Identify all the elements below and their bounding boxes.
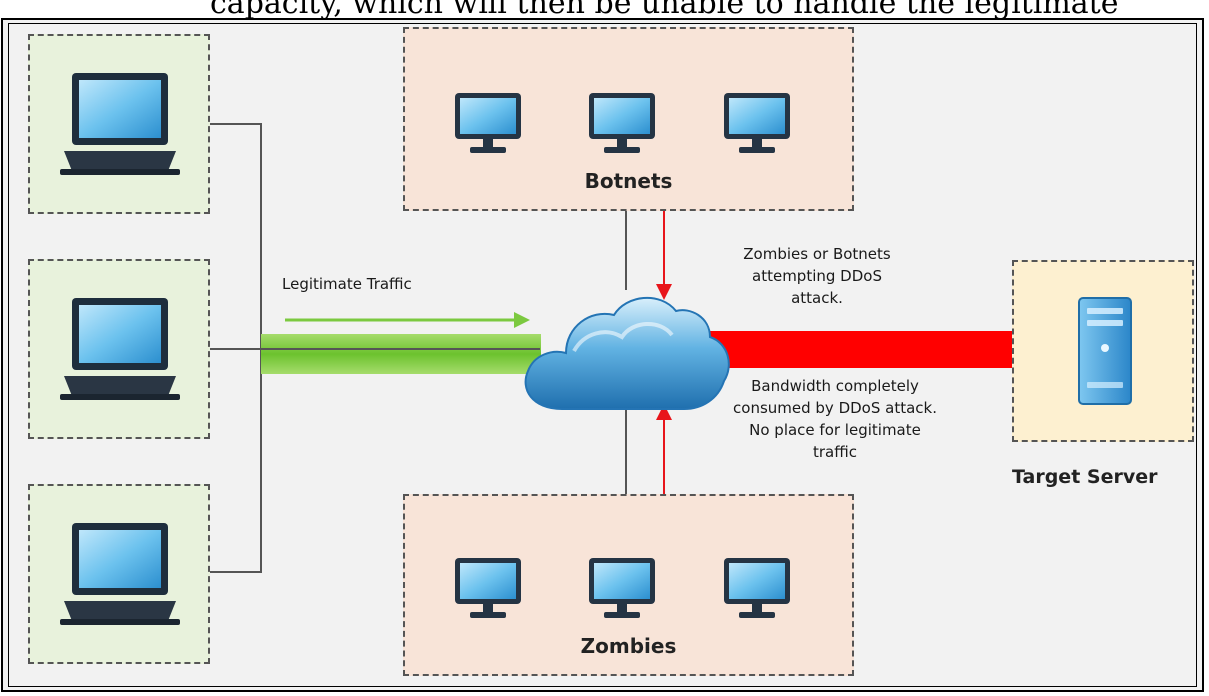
legitimate-traffic-label: Legitimate Traffic <box>282 275 412 293</box>
bandwidth-label-line: No place for legitimate <box>749 421 921 439</box>
monitor-icon <box>589 93 655 153</box>
attack-traffic-band <box>700 331 1012 368</box>
attack-label-line: attempting DDoS <box>752 267 882 285</box>
legitimate-traffic-arrowhead <box>514 312 530 328</box>
laptop-icon <box>60 73 180 175</box>
monitor-icon <box>724 558 790 618</box>
laptop-icon <box>60 523 180 625</box>
client-box-1 <box>28 34 210 214</box>
attack-label-line: Zombies or Botnets <box>743 245 891 263</box>
client-box-3 <box>28 484 210 664</box>
attack-label-line: attack. <box>791 289 843 307</box>
server-icon <box>1078 297 1132 405</box>
bandwidth-label: Bandwidth completely consumed by DDoS at… <box>720 375 950 463</box>
cutoff-caption-strip: capacity, which will then be unable to h… <box>0 0 1209 20</box>
bandwidth-label-line: Bandwidth completely <box>751 377 919 395</box>
botnets-label: Botnets <box>584 169 673 193</box>
zombies-group: Zombies <box>403 494 854 676</box>
legitimate-traffic-band <box>261 334 541 374</box>
cutoff-caption: capacity, which will then be unable to h… <box>210 0 1119 20</box>
cloud-icon <box>524 297 730 410</box>
bandwidth-label-line: consumed by DDoS attack. <box>733 399 937 417</box>
target-server-box <box>1012 260 1194 442</box>
monitor-icon <box>455 93 521 153</box>
client-box-2 <box>28 259 210 439</box>
attack-label: Zombies or Botnets attempting DDoS attac… <box>722 243 912 309</box>
monitor-icon <box>589 558 655 618</box>
zombies-label: Zombies <box>580 634 677 658</box>
botnets-group: Botnets <box>403 27 854 211</box>
botnet-attack-arrowhead <box>656 284 672 300</box>
zombie-attack-arrowhead <box>656 404 672 420</box>
monitor-icon <box>724 93 790 153</box>
bandwidth-label-line: traffic <box>813 443 857 461</box>
target-server-label: Target Server <box>1012 466 1158 488</box>
laptop-icon <box>60 298 180 400</box>
monitor-icon <box>455 558 521 618</box>
